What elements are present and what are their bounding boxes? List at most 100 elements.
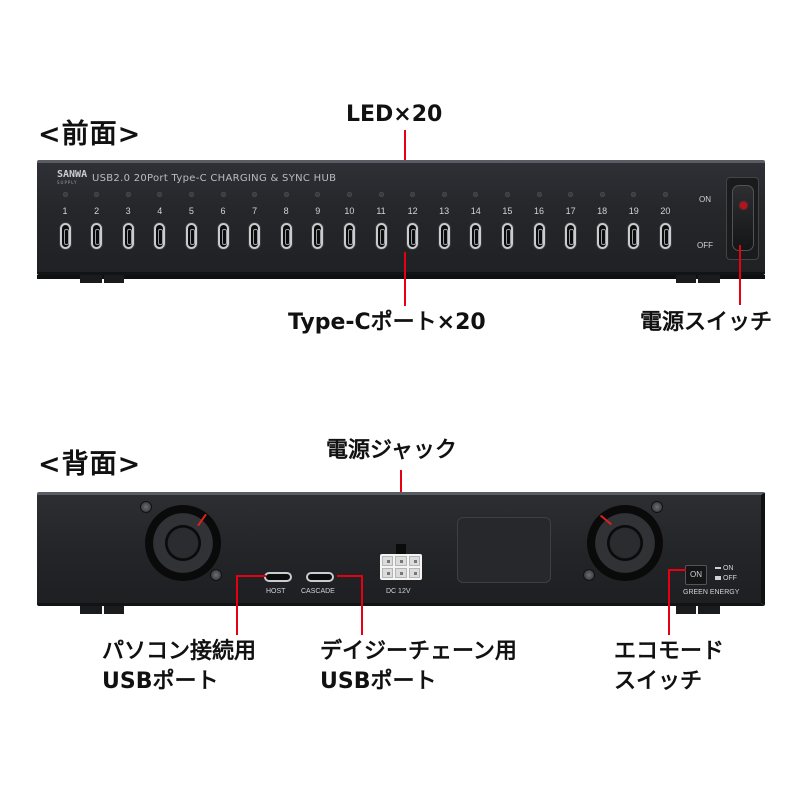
port-column: 15: [495, 187, 519, 249]
right-fan-wire: [599, 514, 613, 526]
port-column: 1: [53, 187, 77, 249]
eco-mode-switch[interactable]: ON: [685, 565, 707, 585]
type-c-port[interactable]: [470, 223, 482, 249]
port-column: 18: [590, 187, 614, 249]
type-c-port[interactable]: [659, 223, 671, 249]
brand-sub-logo: SUPPLY: [57, 180, 78, 185]
port-number: 17: [565, 206, 576, 216]
port-column: 17: [559, 187, 583, 249]
port-number: 3: [125, 206, 131, 216]
front-foot-left-2: [104, 275, 124, 283]
power-switch-callout-label: 電源スイッチ: [640, 310, 773, 335]
type-c-port[interactable]: [533, 223, 545, 249]
port-number: 14: [470, 206, 481, 216]
host-callout-label: パソコン接続用 USBポート: [102, 637, 256, 697]
led-indicator-icon: [378, 192, 384, 197]
type-c-port[interactable]: [375, 223, 387, 249]
led-indicator-icon: [599, 192, 605, 197]
port-column: 6: [211, 187, 235, 249]
back-foot-left-2: [104, 606, 124, 614]
power-off-label: OFF: [697, 241, 713, 250]
host-callout-line1: パソコン接続用: [102, 639, 257, 664]
back-foot-right: [676, 606, 696, 614]
cascade-usb-port[interactable]: [306, 572, 334, 582]
type-c-port[interactable]: [343, 223, 355, 249]
back-panel: HOST CASCADE DC 12V ON ON OFF GREEN ENER…: [37, 492, 765, 606]
port-number: 16: [533, 206, 544, 216]
type-c-port[interactable]: [185, 223, 197, 249]
host-usb-port[interactable]: [264, 572, 292, 582]
cascade-callout-line-h: [337, 575, 363, 577]
type-c-port[interactable]: [217, 223, 229, 249]
led-indicator-icon: [188, 192, 194, 197]
host-callout-line-v: [236, 575, 238, 635]
port-number: 11: [376, 206, 386, 216]
power-on-label: ON: [699, 195, 711, 204]
type-c-port[interactable]: [122, 223, 134, 249]
screw-icon: [583, 569, 595, 581]
host-callout-line2: USBポート: [102, 669, 219, 694]
front-section-title: <前面>: [38, 119, 142, 150]
port-number: 20: [660, 206, 671, 216]
led-indicator-icon: [662, 192, 668, 197]
eco-off-label: OFF: [722, 575, 737, 582]
cascade-callout-line1: デイジーチェーン用: [320, 639, 517, 664]
eco-callout-line2: スイッチ: [614, 669, 703, 694]
led-callout-label: LED×20: [346, 102, 443, 127]
type-c-port[interactable]: [501, 223, 513, 249]
led-indicator-icon: [504, 192, 510, 197]
led-indicator-icon: [473, 192, 479, 197]
type-c-port[interactable]: [407, 223, 419, 249]
front-foot-right: [676, 275, 696, 283]
dc-jack-latch: [396, 544, 406, 554]
port-number: 13: [439, 206, 450, 216]
back-foot-right-2: [698, 606, 720, 614]
port-number: 8: [283, 206, 289, 216]
typec-callout-line: [404, 252, 406, 306]
screw-icon: [210, 569, 222, 581]
type-c-port[interactable]: [249, 223, 261, 249]
type-c-port[interactable]: [438, 223, 450, 249]
type-c-port[interactable]: [59, 223, 71, 249]
port-number: 18: [597, 206, 608, 216]
brand-logo: SANWA: [57, 169, 88, 180]
eco-callout-line-h: [668, 569, 686, 571]
led-indicator-icon: [157, 192, 163, 197]
eco-callout-line-v: [668, 569, 670, 635]
port-number: 19: [628, 206, 639, 216]
dc-power-jack[interactable]: [380, 554, 422, 580]
port-column: 3: [116, 187, 140, 249]
type-c-port[interactable]: [154, 223, 166, 249]
eco-on-label: ON: [722, 565, 734, 572]
led-indicator-icon: [568, 192, 574, 197]
power-rocker-switch[interactable]: [732, 185, 754, 251]
port-number: 5: [188, 206, 194, 216]
host-callout-line-h: [236, 575, 266, 577]
type-c-port[interactable]: [280, 223, 292, 249]
back-section-title: <背面>: [38, 449, 142, 480]
port-column: 8: [274, 187, 298, 249]
power-switch-callout-line: [739, 245, 741, 305]
port-column: 2: [85, 187, 109, 249]
left-fan-wire: [197, 513, 207, 527]
dc-jack-label: DC 12V: [386, 588, 411, 595]
power-switch-frame: [726, 177, 759, 260]
type-c-port[interactable]: [91, 223, 103, 249]
port-number: 4: [157, 206, 163, 216]
type-c-port[interactable]: [628, 223, 640, 249]
screw-icon: [140, 501, 152, 513]
led-indicator-icon: [441, 192, 447, 197]
typec-callout-label: Type-Cポート×20: [288, 310, 486, 335]
model-text: USB2.0 20Port Type-C CHARGING & SYNC HUB: [92, 173, 337, 184]
port-number: 1: [62, 206, 68, 216]
port-number: 15: [502, 206, 513, 216]
led-indicator-icon: [536, 192, 542, 197]
power-jack-callout-label: 電源ジャック: [326, 438, 457, 463]
type-c-port[interactable]: [312, 223, 324, 249]
type-c-port[interactable]: [565, 223, 577, 249]
power-led-icon: [740, 202, 747, 209]
type-c-port[interactable]: [596, 223, 608, 249]
cascade-callout-line-v: [361, 575, 363, 635]
port-column: 19: [622, 187, 646, 249]
port-number: 7: [252, 206, 258, 216]
